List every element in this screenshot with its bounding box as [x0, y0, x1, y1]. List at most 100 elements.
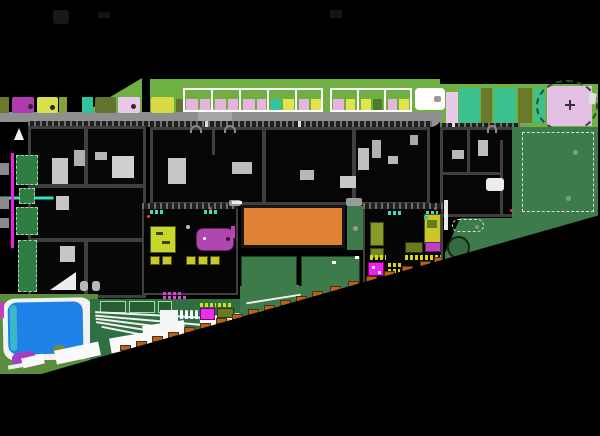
- mat-mark-2: [162, 241, 170, 244]
- planter-box-pink-9: [388, 99, 397, 110]
- garden-dot-2: [566, 196, 571, 201]
- terrace-planter-2: [129, 301, 155, 313]
- left-wall-h1: [28, 184, 146, 188]
- parking-stall-olive-2: [59, 97, 67, 113]
- yellow-stool-4: [198, 256, 208, 265]
- planter-box-teal-1: [271, 99, 281, 110]
- parking-stall-magenta: [12, 97, 34, 113]
- faint-smudge-3: [330, 10, 342, 18]
- garden-plot-olive-2: [518, 88, 532, 123]
- pergola-a-post-4: [295, 88, 297, 112]
- furniture-bed-4: [60, 246, 75, 262]
- neon-speck-2: [378, 271, 381, 274]
- center-wall-v3: [212, 127, 215, 155]
- olive-sofa-long: [370, 222, 384, 246]
- label-magenta-line-1: [163, 292, 183, 295]
- right-wall-h1: [440, 172, 502, 175]
- olive-kiosk: [217, 308, 234, 318]
- planter-box-yellow-1: [283, 99, 294, 110]
- label-yellow-7: [218, 303, 232, 307]
- people-glyph-4: [195, 310, 198, 319]
- pergola-b-frame: [330, 88, 412, 112]
- balcony-planter-4: [18, 240, 37, 292]
- door-speck-1: [205, 121, 208, 127]
- parking-stall-olivegreen: [95, 97, 116, 113]
- meter-box-1: [0, 163, 9, 175]
- furniture-table-1: [232, 162, 252, 174]
- planter-box-pink-6: [257, 99, 266, 110]
- pergola-a-frame: [183, 88, 323, 112]
- furniture-wardrobe-4: [478, 140, 488, 156]
- furniture-bed-1: [52, 158, 68, 184]
- people-glyph-1: [180, 310, 183, 319]
- furniture-desk-1: [95, 152, 107, 160]
- red-marker-3: [434, 207, 437, 210]
- furniture-wardrobe-1: [74, 150, 85, 166]
- furniture-wardrobe-3: [372, 140, 381, 158]
- planter-box-pink-2: [200, 99, 210, 110]
- balcony-magenta-line: [11, 153, 14, 248]
- stall-tree-dot-1: [28, 104, 33, 109]
- fixture-toilet-2: [92, 281, 100, 291]
- garden-plot-olive-1: [481, 88, 492, 123]
- slope-white-speck-2: [355, 256, 359, 259]
- pool-magenta-speck: [0, 302, 4, 318]
- parking-stall-teal: [82, 97, 93, 113]
- magenta-spa-table: [196, 228, 234, 251]
- spa-dot-dark: [226, 237, 230, 241]
- planter-box-pink-7: [299, 99, 309, 110]
- balcony-planter-3: [16, 207, 38, 235]
- pool-teal-edge: [9, 304, 18, 352]
- door-arc-3: [487, 125, 497, 133]
- slope-white-speck-1: [332, 261, 336, 264]
- red-marker-4: [510, 209, 513, 212]
- garden-dot-1: [573, 150, 578, 155]
- label-yellow-4: [388, 263, 403, 267]
- parking-stall-pink: [118, 97, 140, 113]
- yellow-stool-2: [162, 256, 172, 265]
- stall-tree-dot-2: [50, 105, 55, 110]
- parking-stall-olive-1: [0, 97, 9, 113]
- planter-box-pink-1: [186, 99, 198, 110]
- left-wall-v2: [84, 238, 88, 298]
- planter-box-yellow-4: [361, 99, 371, 110]
- garden-plot-teal-1: [459, 88, 480, 123]
- planter-box-pink-8: [333, 99, 344, 110]
- label-magenta-line-2: [163, 296, 187, 299]
- center-wall-v1: [262, 127, 266, 205]
- fitness-top-hatch: [142, 203, 238, 209]
- tree-trunk-mark-v: [569, 100, 571, 110]
- garden-dashed-border: [522, 132, 594, 212]
- olive-table: [405, 242, 423, 253]
- downpipe-white: [444, 200, 448, 230]
- label-yellow-3: [370, 255, 386, 260]
- planter-box-green-1: [373, 99, 382, 110]
- cabinet-olive-inset: [427, 220, 437, 228]
- courtyard-cap-right: [346, 198, 362, 206]
- mat-mark-1: [156, 232, 163, 235]
- dim-text-teal-1: [150, 210, 163, 214]
- dim-text-teal-3: [388, 211, 401, 215]
- garden-dot-3: [475, 225, 479, 229]
- gray-dot-2: [353, 226, 358, 231]
- meter-box-2: [0, 197, 9, 209]
- tree-canopy-dashed-circle: [536, 80, 598, 132]
- gray-dot-1: [186, 225, 190, 229]
- yellow-stool-3: [186, 256, 196, 265]
- spa-dot-white: [203, 237, 206, 240]
- furniture-wardrobe-2: [358, 148, 369, 170]
- pergola-a-post-3: [267, 88, 269, 112]
- faint-smudge-2: [98, 12, 110, 18]
- furniture-desk-4: [452, 150, 464, 159]
- neon-magenta-kiosk: [200, 308, 215, 320]
- right-wall-v1: [467, 127, 470, 172]
- furniture-desk-3: [388, 156, 398, 164]
- planter-box-yellow-5: [399, 99, 409, 110]
- furniture-desk-2: [300, 170, 314, 180]
- furniture-bed-5: [168, 158, 186, 184]
- balcony-planter-2: [19, 188, 35, 204]
- magenta-dash-left-of-courtyard: [231, 226, 235, 238]
- dim-text-teal-2: [204, 210, 218, 214]
- planter-box-yellow-3: [346, 99, 355, 110]
